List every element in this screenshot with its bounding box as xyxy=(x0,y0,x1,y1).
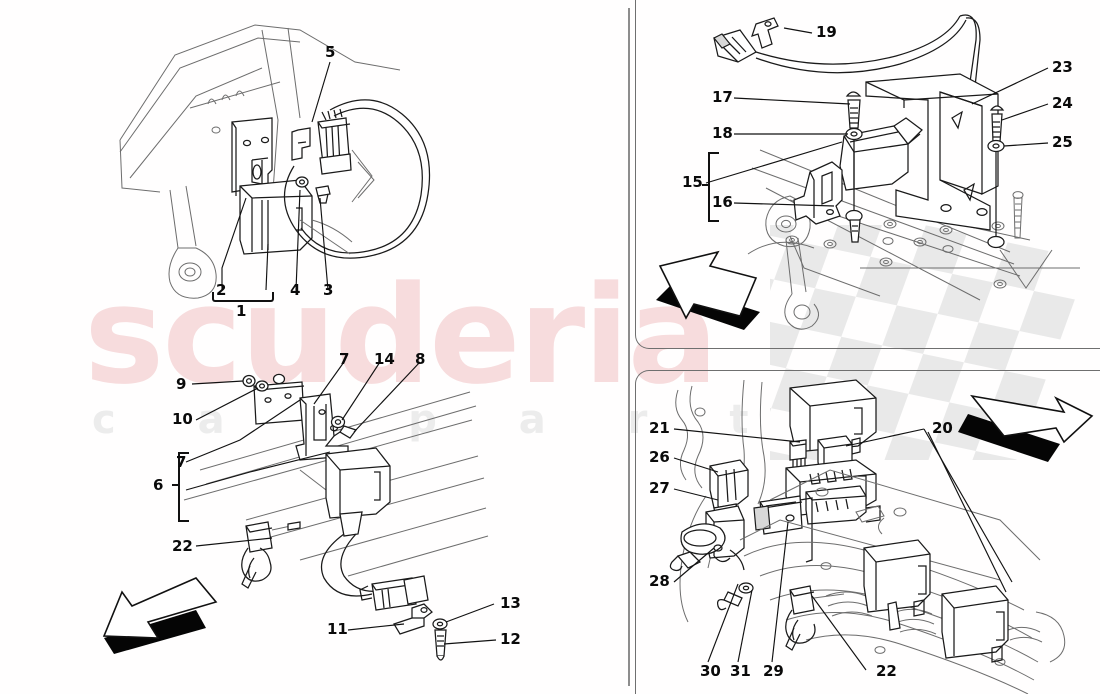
callout-5[interactable]: 5 xyxy=(325,43,336,61)
callout-17[interactable]: 17 xyxy=(712,88,733,106)
callout-3[interactable]: 3 xyxy=(323,281,334,299)
callout-31[interactable]: 31 xyxy=(730,662,751,680)
callout-25[interactable]: 25 xyxy=(1052,133,1073,151)
callout-20[interactable]: 20 xyxy=(932,419,953,437)
callout-4[interactable]: 4 xyxy=(290,281,301,299)
callout-19[interactable]: 19 xyxy=(816,23,837,41)
callout-26[interactable]: 26 xyxy=(649,448,670,466)
callout-7-group[interactable]: 7 xyxy=(176,453,187,471)
bracket-group-6 xyxy=(178,452,189,522)
callout-23[interactable]: 23 xyxy=(1052,58,1073,76)
panel-divider-vertical xyxy=(628,8,630,686)
callout-15[interactable]: 15 xyxy=(682,173,703,191)
callout-16[interactable]: 16 xyxy=(712,193,733,211)
callout-18[interactable]: 18 xyxy=(712,124,733,142)
callout-12[interactable]: 12 xyxy=(500,630,521,648)
callout-21[interactable]: 21 xyxy=(649,419,670,437)
callout-22-right[interactable]: 22 xyxy=(876,662,897,680)
callout-6[interactable]: 6 xyxy=(153,476,164,494)
callout-10[interactable]: 10 xyxy=(172,410,193,428)
callout-8[interactable]: 8 xyxy=(415,350,426,368)
callout-9[interactable]: 9 xyxy=(176,375,187,393)
bracket-tick-6 xyxy=(172,484,179,487)
callout-14[interactable]: 14 xyxy=(374,350,395,368)
callout-2[interactable]: 2 xyxy=(216,281,227,299)
callout-7-top[interactable]: 7 xyxy=(339,350,350,368)
callout-22-left[interactable]: 22 xyxy=(172,537,193,555)
callout-30[interactable]: 30 xyxy=(700,662,721,680)
bracket-group-15 xyxy=(708,152,719,222)
panel-top-right-frame xyxy=(635,0,1100,349)
callout-28[interactable]: 28 xyxy=(649,572,670,590)
callout-24[interactable]: 24 xyxy=(1052,94,1073,112)
bracket-tick-15 xyxy=(702,184,709,187)
callout-11[interactable]: 11 xyxy=(327,620,348,638)
callout-27[interactable]: 27 xyxy=(649,479,670,497)
callout-13[interactable]: 13 xyxy=(500,594,521,612)
panel-bottom-right-frame xyxy=(635,370,1100,694)
callout-29[interactable]: 29 xyxy=(763,662,784,680)
callout-1[interactable]: 1 xyxy=(236,302,247,320)
